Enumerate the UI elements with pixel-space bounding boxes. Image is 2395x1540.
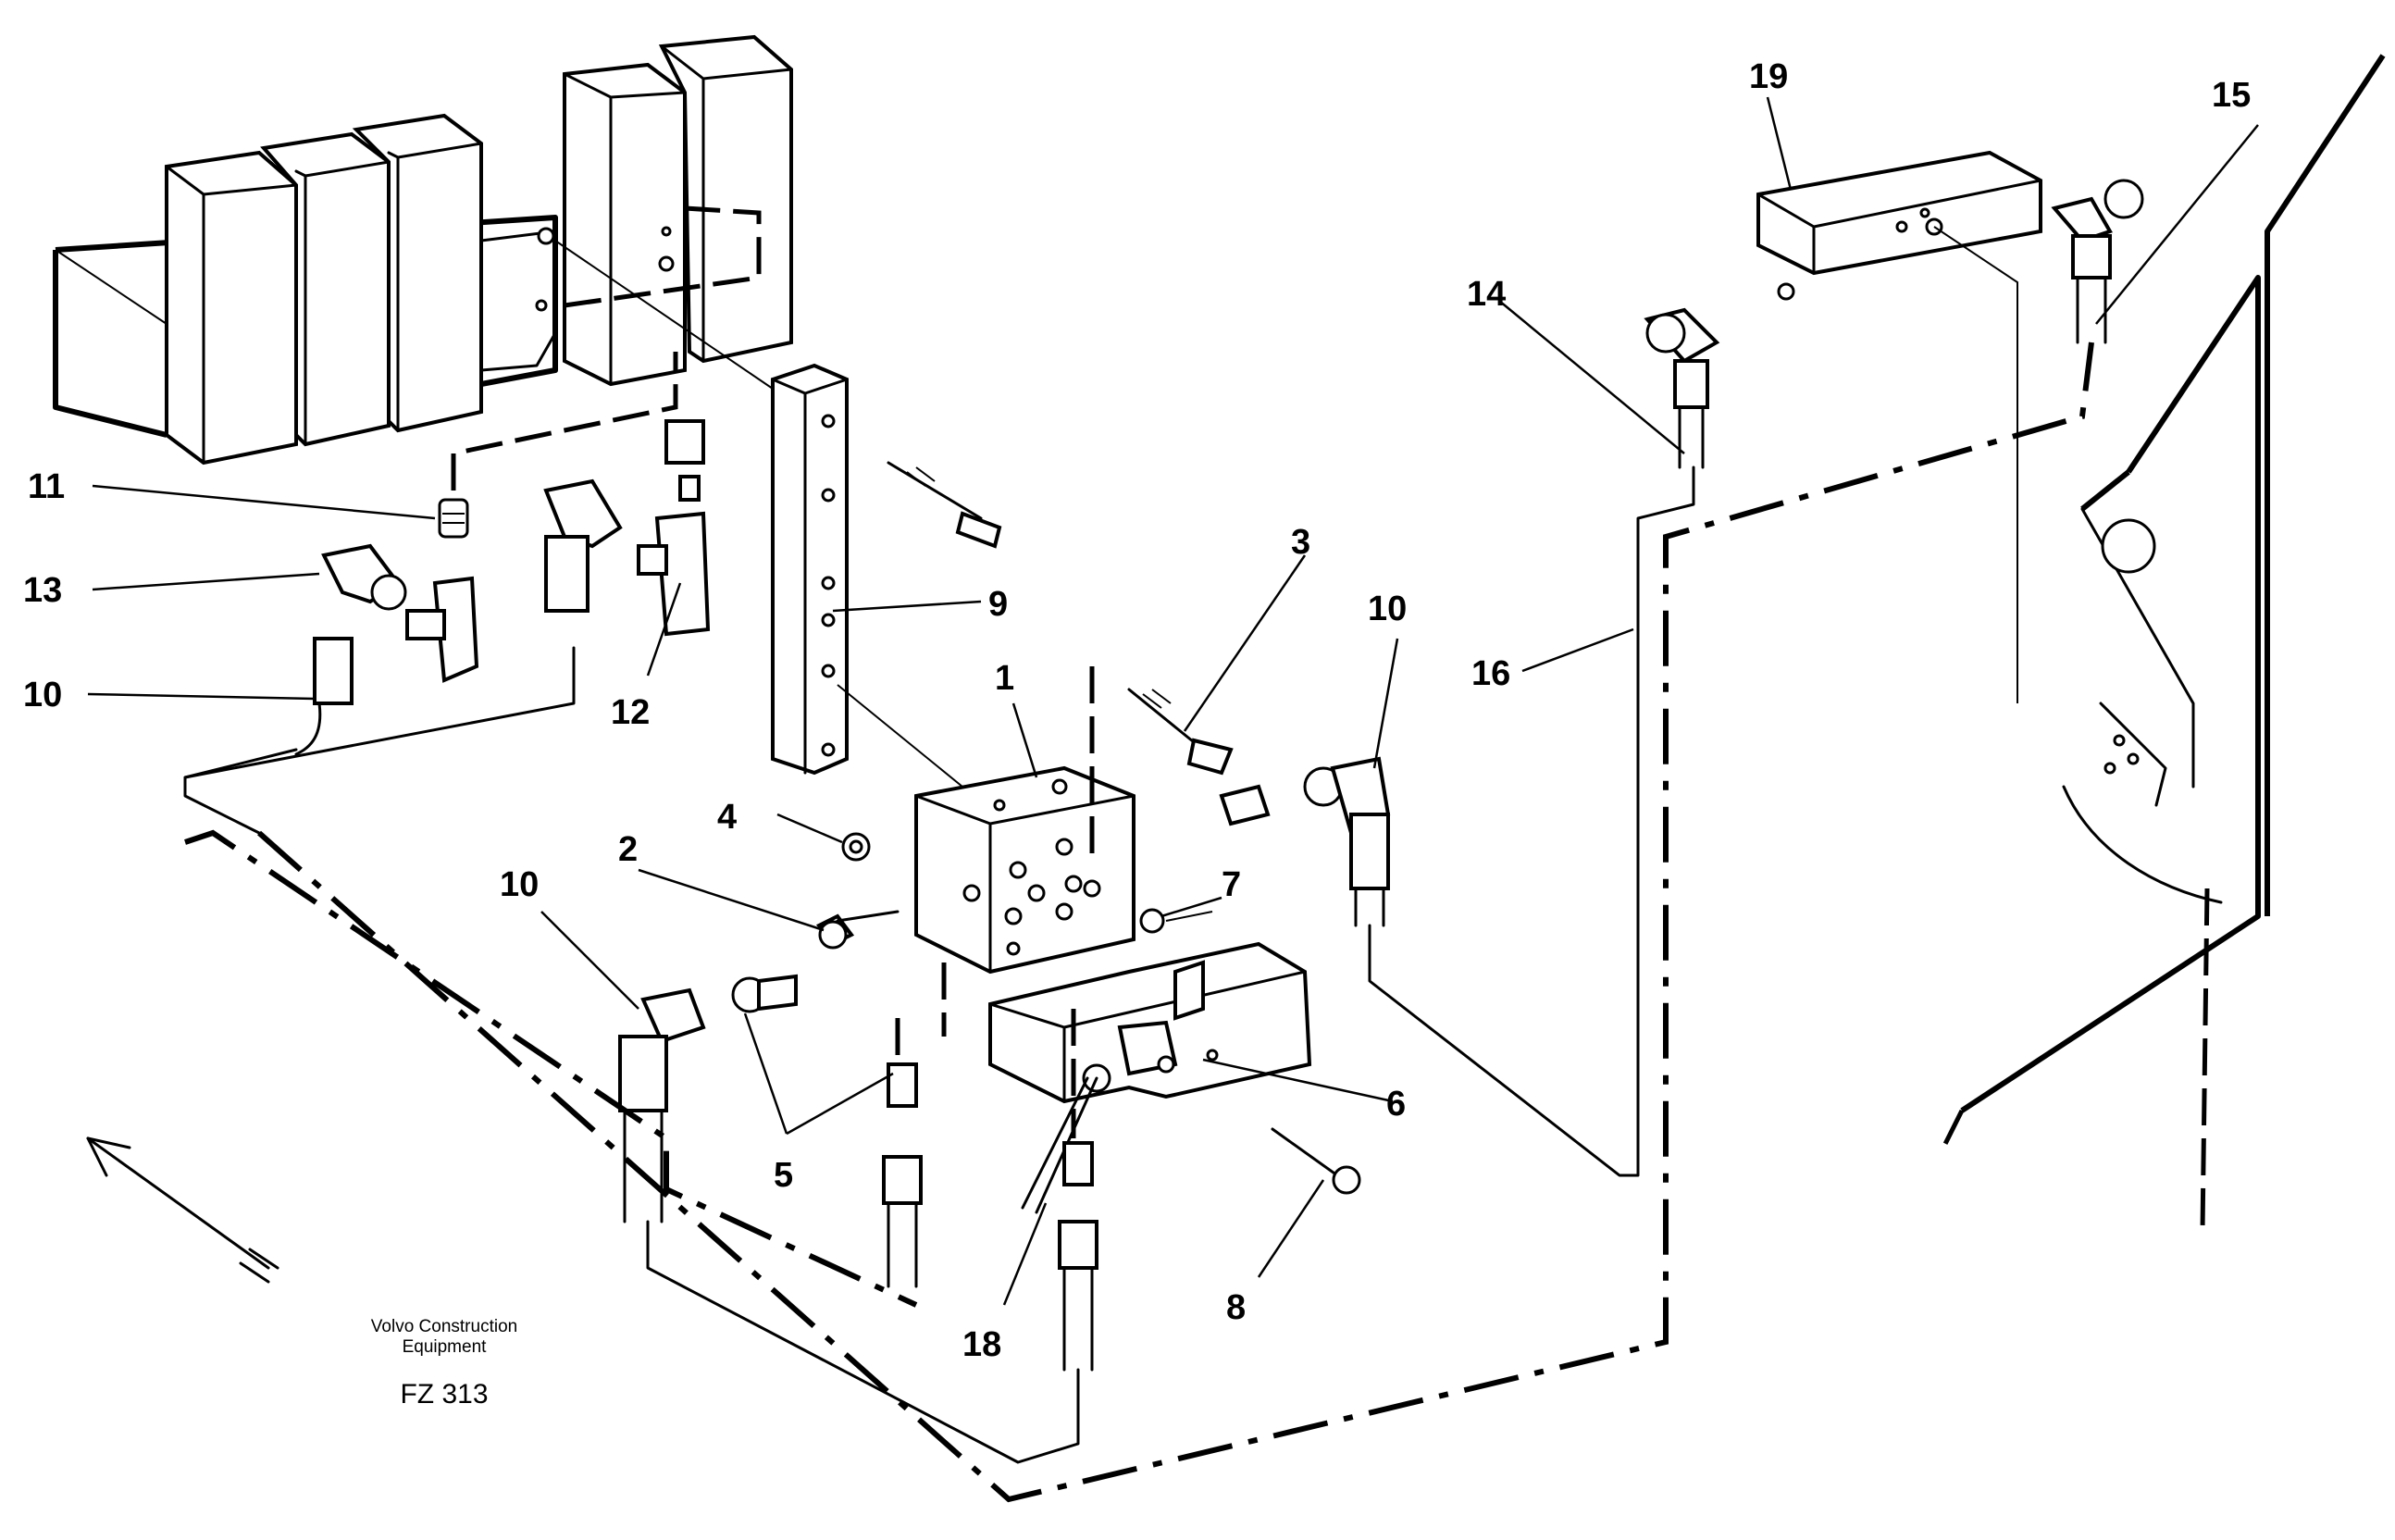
valve-block-top-right [1756, 150, 2042, 703]
hose-routes [183, 342, 2094, 1503]
callout-10-left: 10 [500, 865, 539, 904]
direction-arrow-icon [86, 1136, 279, 1284]
callout-11: 10 [23, 676, 62, 714]
hose-fittings [294, 179, 2144, 1372]
callout-14: 13 [23, 571, 62, 610]
callout-16: 15 [2212, 76, 2251, 115]
callout-17: 16 [1471, 654, 1510, 693]
footer-company: Volvo Construction Equipment [333, 1317, 555, 1358]
callout-leaders [87, 96, 2259, 1306]
valve-block [837, 666, 1135, 975]
callout-6: 6 [1386, 1085, 1406, 1124]
callout-7: 7 [1222, 865, 1241, 904]
callout-3: 3 [1291, 523, 1310, 562]
footer-company-line1: Volvo Construction [370, 1317, 518, 1336]
callout-19: 19 [1749, 57, 1788, 96]
callout-8: 8 [1226, 1288, 1246, 1327]
callout-18: 18 [962, 1325, 1001, 1364]
drawing-code: FZ 313 [400, 1379, 489, 1410]
callout-13: 12 [611, 693, 650, 732]
footer-company-line2: Equipment [402, 1337, 487, 1357]
callout-4: 4 [717, 798, 737, 837]
callout-12: 11 [28, 467, 65, 506]
machine-frame [1941, 54, 2386, 1232]
callout-15: 14 [1467, 275, 1506, 314]
solenoid-valve [988, 908, 1312, 1214]
callout-2: 2 [618, 830, 638, 869]
callout-1: 1 [995, 659, 1014, 698]
callout-10-right: 10 [1368, 590, 1407, 628]
callout-9: 9 [988, 585, 1008, 624]
control-valve-bank [53, 34, 793, 466]
mounting-bracket [554, 240, 1002, 776]
callout-5: 5 [774, 1156, 793, 1195]
